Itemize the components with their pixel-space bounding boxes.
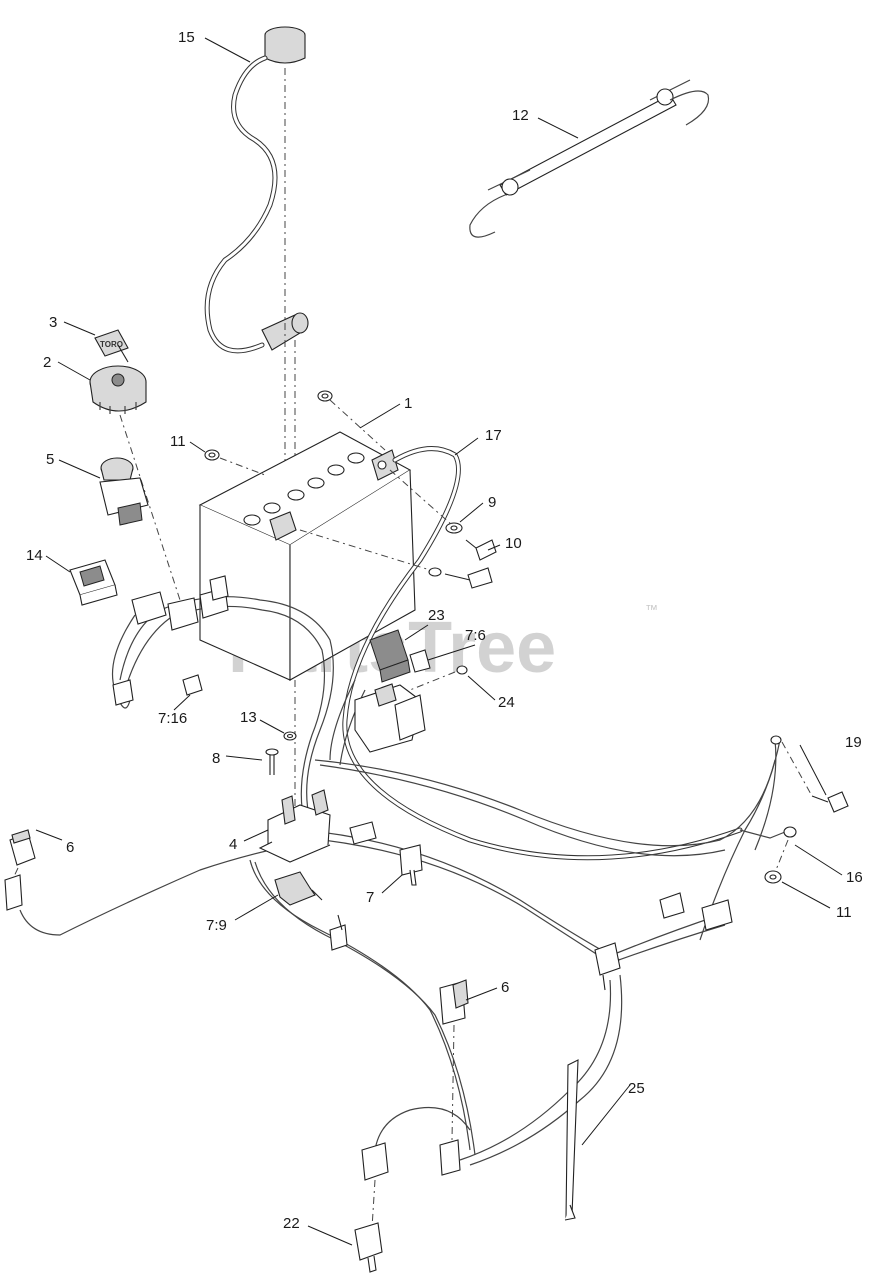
part-12-hold-down-rod[interactable] xyxy=(469,79,710,238)
part-7-9-sensor[interactable] xyxy=(274,871,323,906)
wire-clip-left[interactable] xyxy=(329,914,348,951)
part-14-hour-meter[interactable] xyxy=(69,559,118,606)
callout-14: 14 xyxy=(26,547,43,564)
callout-23: 23 xyxy=(428,607,445,624)
callout-19: 19 xyxy=(845,734,862,751)
dash-2-down xyxy=(119,414,181,601)
connector-right-pair[interactable] xyxy=(659,892,733,931)
part-3-key[interactable]: TORO xyxy=(94,329,129,363)
part-22-plug[interactable] xyxy=(354,1222,383,1273)
callout-1: 1 xyxy=(404,395,412,412)
leader-lines xyxy=(35,37,843,1246)
part-9-washer[interactable] xyxy=(445,522,463,534)
part-washer-top[interactable] xyxy=(317,390,333,402)
connector-lower-left[interactable] xyxy=(112,679,134,706)
callout-11-lower: 11 xyxy=(836,904,852,921)
callout-13: 13 xyxy=(240,709,257,726)
part-bolt-lower[interactable] xyxy=(428,567,493,589)
callout-7-6: 7:6 xyxy=(465,627,486,644)
part-11-nut-lower[interactable] xyxy=(764,870,782,884)
part-8-bolt[interactable] xyxy=(265,748,279,775)
callout-5: 5 xyxy=(46,451,54,468)
callout-7: 7 xyxy=(366,889,374,906)
part-4-solenoid[interactable] xyxy=(258,789,331,863)
part-10-bolt[interactable] xyxy=(465,539,497,561)
callout-24: 24 xyxy=(498,694,515,711)
part-15-cable-boot[interactable] xyxy=(204,26,309,354)
part-25-cable-tie[interactable] xyxy=(564,1059,579,1221)
fuse-block[interactable] xyxy=(354,683,426,753)
callout-7-16: 7:16 xyxy=(158,710,187,727)
part-7-connector[interactable] xyxy=(349,821,423,886)
callout-labels: 15 12 3 2 1 11 5 17 9 10 14 23 7:6 24 7:… xyxy=(26,29,863,1232)
callout-10: 10 xyxy=(505,535,522,552)
part-13-nut[interactable] xyxy=(283,731,297,741)
callout-25: 25 xyxy=(628,1080,645,1097)
watermark-tm: ™ xyxy=(645,602,658,617)
callout-8: 8 xyxy=(212,750,220,767)
callout-15: 15 xyxy=(178,29,195,46)
part-2-ignition-switch[interactable] xyxy=(89,365,147,414)
callout-6-lower: 6 xyxy=(501,979,509,996)
callout-9: 9 xyxy=(488,494,496,511)
part-7-16-connector[interactable] xyxy=(182,674,203,696)
callout-2: 2 xyxy=(43,354,51,371)
wire-clip-right[interactable] xyxy=(594,942,621,991)
part-23-relay[interactable] xyxy=(369,629,411,683)
callout-7-9: 7:9 xyxy=(206,917,227,934)
part-7-6-fuse[interactable] xyxy=(409,649,431,673)
part-24-screw[interactable] xyxy=(456,665,468,675)
callout-6-left: 6 xyxy=(66,839,74,856)
part-11-nut-top[interactable] xyxy=(204,449,220,461)
part-5-pto-switch[interactable] xyxy=(99,457,149,526)
part-6-relay-left[interactable] xyxy=(9,829,36,866)
callout-22: 22 xyxy=(283,1215,300,1232)
connector-lower-left-plug[interactable] xyxy=(361,1142,389,1181)
connector-left-plug[interactable] xyxy=(4,874,23,911)
part-16-ground-cable[interactable] xyxy=(739,735,797,851)
callout-12: 12 xyxy=(512,107,529,124)
part-6-relay-lower[interactable] xyxy=(439,979,469,1025)
callout-4: 4 xyxy=(229,836,237,853)
toro-logo-text: TORO xyxy=(100,340,123,349)
connector-lower-center[interactable] xyxy=(439,1139,461,1176)
connector-switch-plugs[interactable] xyxy=(131,575,229,631)
callout-17: 17 xyxy=(485,427,502,444)
callout-16: 16 xyxy=(846,869,863,886)
callout-3: 3 xyxy=(49,314,57,331)
part-19-bolt[interactable] xyxy=(811,791,849,813)
callout-11-top: 11 xyxy=(170,433,186,450)
